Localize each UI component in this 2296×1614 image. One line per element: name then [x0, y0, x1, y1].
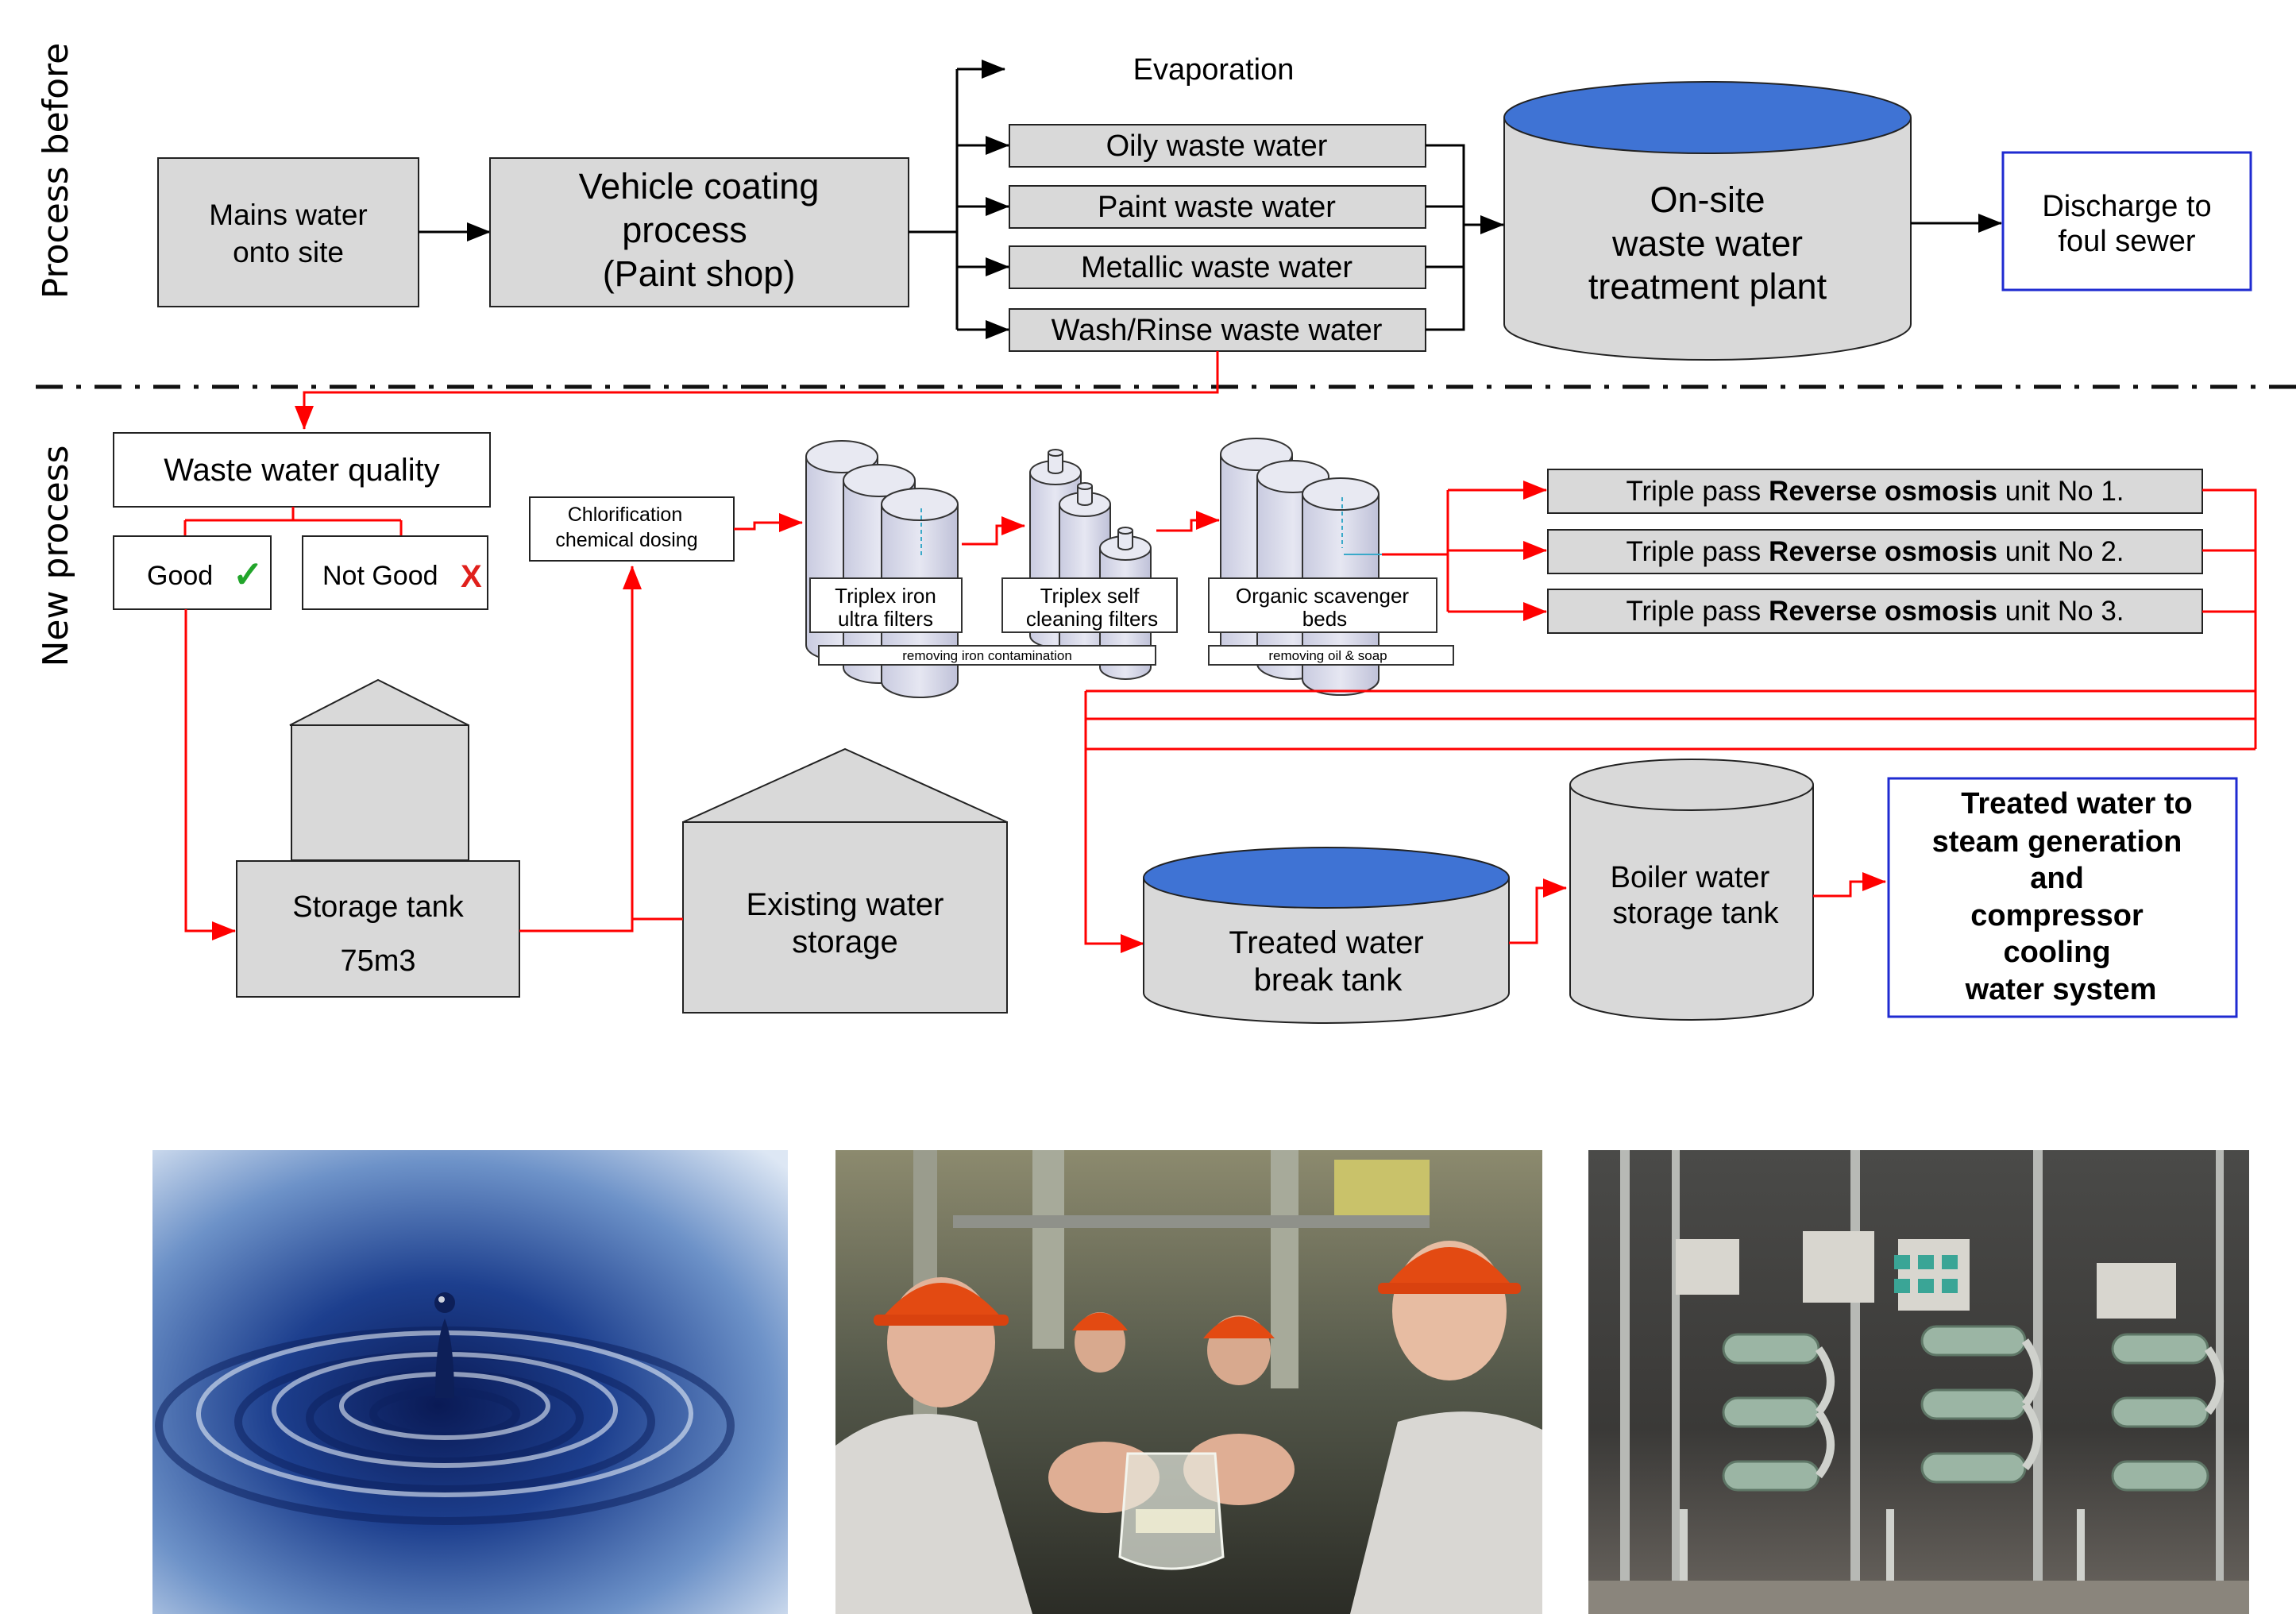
ro-2-suffix: unit No 2. [1997, 536, 2124, 567]
check-icon: ✓ [233, 554, 264, 595]
good-label: Good [147, 561, 213, 591]
final-label-1: Treated water to [1961, 787, 2192, 821]
water-drop-photo [152, 1150, 788, 1614]
ro-2-prefix: Triple pass [1626, 536, 1769, 567]
good-to-storage-line [184, 609, 236, 940]
ro-3-prefix: Triple pass [1626, 596, 1769, 627]
self-filter-label-1: Triplex self [1040, 584, 1140, 608]
waste-quality-box: Waste water quality [113, 432, 491, 508]
iron-note-label: removing iron contamination [902, 648, 1072, 663]
ro-unit-2: Triple pass Reverse osmosis unit No 2. [1547, 529, 2203, 574]
boiler-label-1: Boiler water [1611, 861, 1770, 894]
stream-oily-label: Oily waste water [1106, 129, 1328, 163]
waste-stream-boxes: Oily waste water Paint waste water Metal… [1009, 124, 1426, 352]
plant-label-1: On-site [1650, 180, 1765, 220]
cross-icon: X [461, 559, 482, 594]
existing-water-storage: Existing water storage [682, 747, 1008, 1014]
ro-1-suffix: unit No 1. [1997, 476, 2124, 507]
existing-label-1: Existing water [747, 887, 944, 922]
mains-label-2: onto site [233, 236, 344, 268]
final-label-5: cooling [2003, 936, 2110, 969]
iron-filter-label-2: ultra filters [838, 607, 933, 631]
break-tank-label-2: break tank [1254, 963, 1403, 998]
stream-wash-label: Wash/Rinse waste water [1052, 314, 1383, 347]
coating-distribution-lines [909, 60, 1009, 339]
iron-note-bar [818, 645, 1156, 666]
section-label-before: Process before [36, 43, 76, 299]
iron-filter-label-1: Triplex iron [835, 584, 936, 608]
ro-3-suffix: unit No 3. [1997, 596, 2124, 627]
discharge-label-2: foul sewer [2058, 225, 2196, 258]
stream-paint-label: Paint waste water [1098, 191, 1336, 224]
ro-unit-1-label: Triple pass Reverse osmosis unit No 1. [1626, 476, 2124, 507]
stream-metallic-label: Metallic waste water [1081, 251, 1353, 284]
coating-label-3: (Paint shop) [603, 253, 796, 294]
coating-label-2: process [622, 210, 747, 250]
mains-water-box: Mains water onto site [157, 157, 419, 307]
reverse-osmosis-plant-photo [1588, 1150, 2249, 1614]
not-good-box: Not Good X [302, 535, 488, 610]
onsite-treatment-plant: On-site waste water treatment plant [1503, 81, 1912, 361]
final-label-3: and [2030, 862, 2084, 895]
ro-1-prefix: Triple pass [1626, 476, 1769, 507]
organic-scavenger-beds: Organic scavenger beds [1208, 438, 1437, 696]
section-label-new: New process [36, 445, 76, 666]
mains-label-1: Mains water [209, 199, 367, 231]
wash-to-quality-line [295, 351, 1219, 430]
self-filter-label-2: cleaning filters [1026, 607, 1158, 631]
discharge-label-1: Discharge to [2042, 190, 2211, 223]
evaporation-label: Evaporation [1133, 53, 1295, 87]
ro-unit-1: Triple pass Reverse osmosis unit No 1. [1547, 469, 2203, 514]
existing-label-2: storage [792, 925, 897, 960]
discharge-sewer-box: Discharge to foul sewer [2001, 151, 2252, 292]
organic-label-1: Organic scavenger [1236, 584, 1410, 608]
break-tank-label-1: Treated water [1229, 925, 1423, 960]
plant-label-3: treatment plant [1588, 266, 1827, 307]
self-cleaning-filters: Triplex self cleaning filters [1001, 449, 1178, 680]
storage-to-dosing-lines [519, 566, 683, 932]
ro-unit-2-label: Triple pass Reverse osmosis unit No 2. [1626, 536, 2124, 567]
storage-label-2: 75m3 [340, 944, 415, 978]
beds-to-ro-lines [1382, 481, 1547, 621]
ro-output-lines [1084, 488, 2257, 953]
workers-holding-water-photo [835, 1150, 1542, 1614]
ro-2-bold: Reverse osmosis [1769, 536, 1997, 567]
coating-label-1: Vehicle coating [579, 166, 820, 207]
organic-note-label: removing oil & soap [1268, 648, 1387, 663]
ro-unit-3-label: Triple pass Reverse osmosis unit No 3. [1626, 596, 2124, 627]
quality-split-lines [183, 507, 403, 536]
storage-label-1: Storage tank [292, 890, 464, 924]
vehicle-coating-box: Vehicle coating process (Paint shop) [489, 157, 909, 307]
ro-3-bold: Reverse osmosis [1769, 596, 1997, 627]
good-box: Good ✓ [113, 535, 272, 610]
storage-tank: Storage tank 75m3 [236, 678, 520, 998]
boiler-water-storage-tank: Boiler water storage tank [1569, 759, 1814, 1021]
chlor-label-2: chemical dosing [555, 529, 697, 551]
dosing-to-filters-line [734, 513, 803, 532]
plant-label-2: waste water [1611, 223, 1803, 264]
quality-label: Waste water quality [164, 453, 440, 488]
final-label-2: steam generation [1932, 825, 2182, 859]
chlorification-box: Chlorification chemical dosing [529, 496, 735, 562]
organic-note-bar [1208, 645, 1454, 666]
boiler-to-final-line [1813, 872, 1886, 898]
break-to-boiler-line [1509, 878, 1567, 944]
not-good-label: Not Good [322, 561, 438, 591]
ro-unit-3: Triple pass Reverse osmosis unit No 3. [1547, 589, 2203, 634]
chlor-label-1: Chlorification [568, 504, 683, 526]
final-label-4: compressor [1970, 899, 2144, 932]
boiler-label-2: storage tank [1612, 897, 1779, 930]
organic-label-2: beds [1302, 607, 1347, 631]
stream-collector-lines [1426, 144, 1504, 331]
stream-oily-box [1009, 124, 1426, 168]
ro-1-bold: Reverse osmosis [1769, 476, 1997, 507]
treated-water-destination-box: Treated water to steam generation and co… [1887, 777, 2238, 1018]
filter-link-lines [962, 511, 1220, 546]
final-label-6: water system [1965, 973, 2157, 1006]
treated-water-break-tank: Treated water break tank [1143, 847, 1510, 1024]
